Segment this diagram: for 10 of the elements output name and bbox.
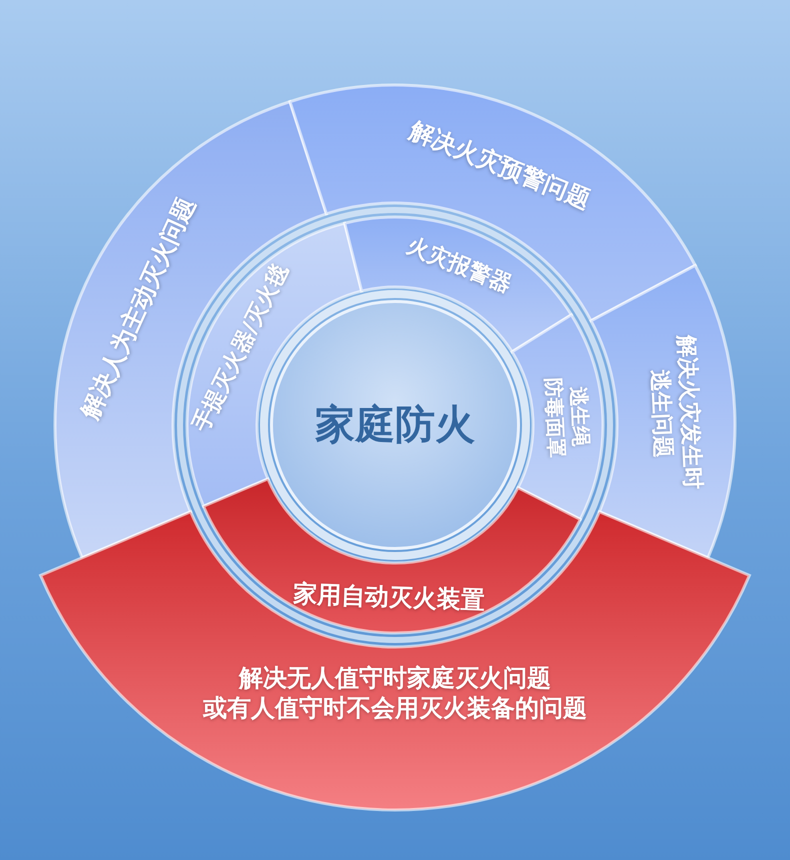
segment-label: 解决火灾发生时逃生问题 (646, 334, 706, 491)
segment-label: 或有人值守时不会用灭火装备的问题 (203, 693, 587, 723)
segment-label: 逃生绳 (566, 386, 594, 448)
center-title: 家庭防火 (315, 401, 475, 450)
segment-label: 手提灭火器/灭火毯 (188, 260, 294, 437)
segment-label: 解决火灾预警问题 (405, 116, 594, 216)
segment-label: 解决无人值守时家庭灭火问题 (239, 663, 551, 693)
segment-label: 防毒面罩 (540, 378, 569, 459)
segment-label: 家用自动灭火装置 (292, 578, 486, 616)
segment-label: 火灾报警器 (403, 232, 516, 299)
